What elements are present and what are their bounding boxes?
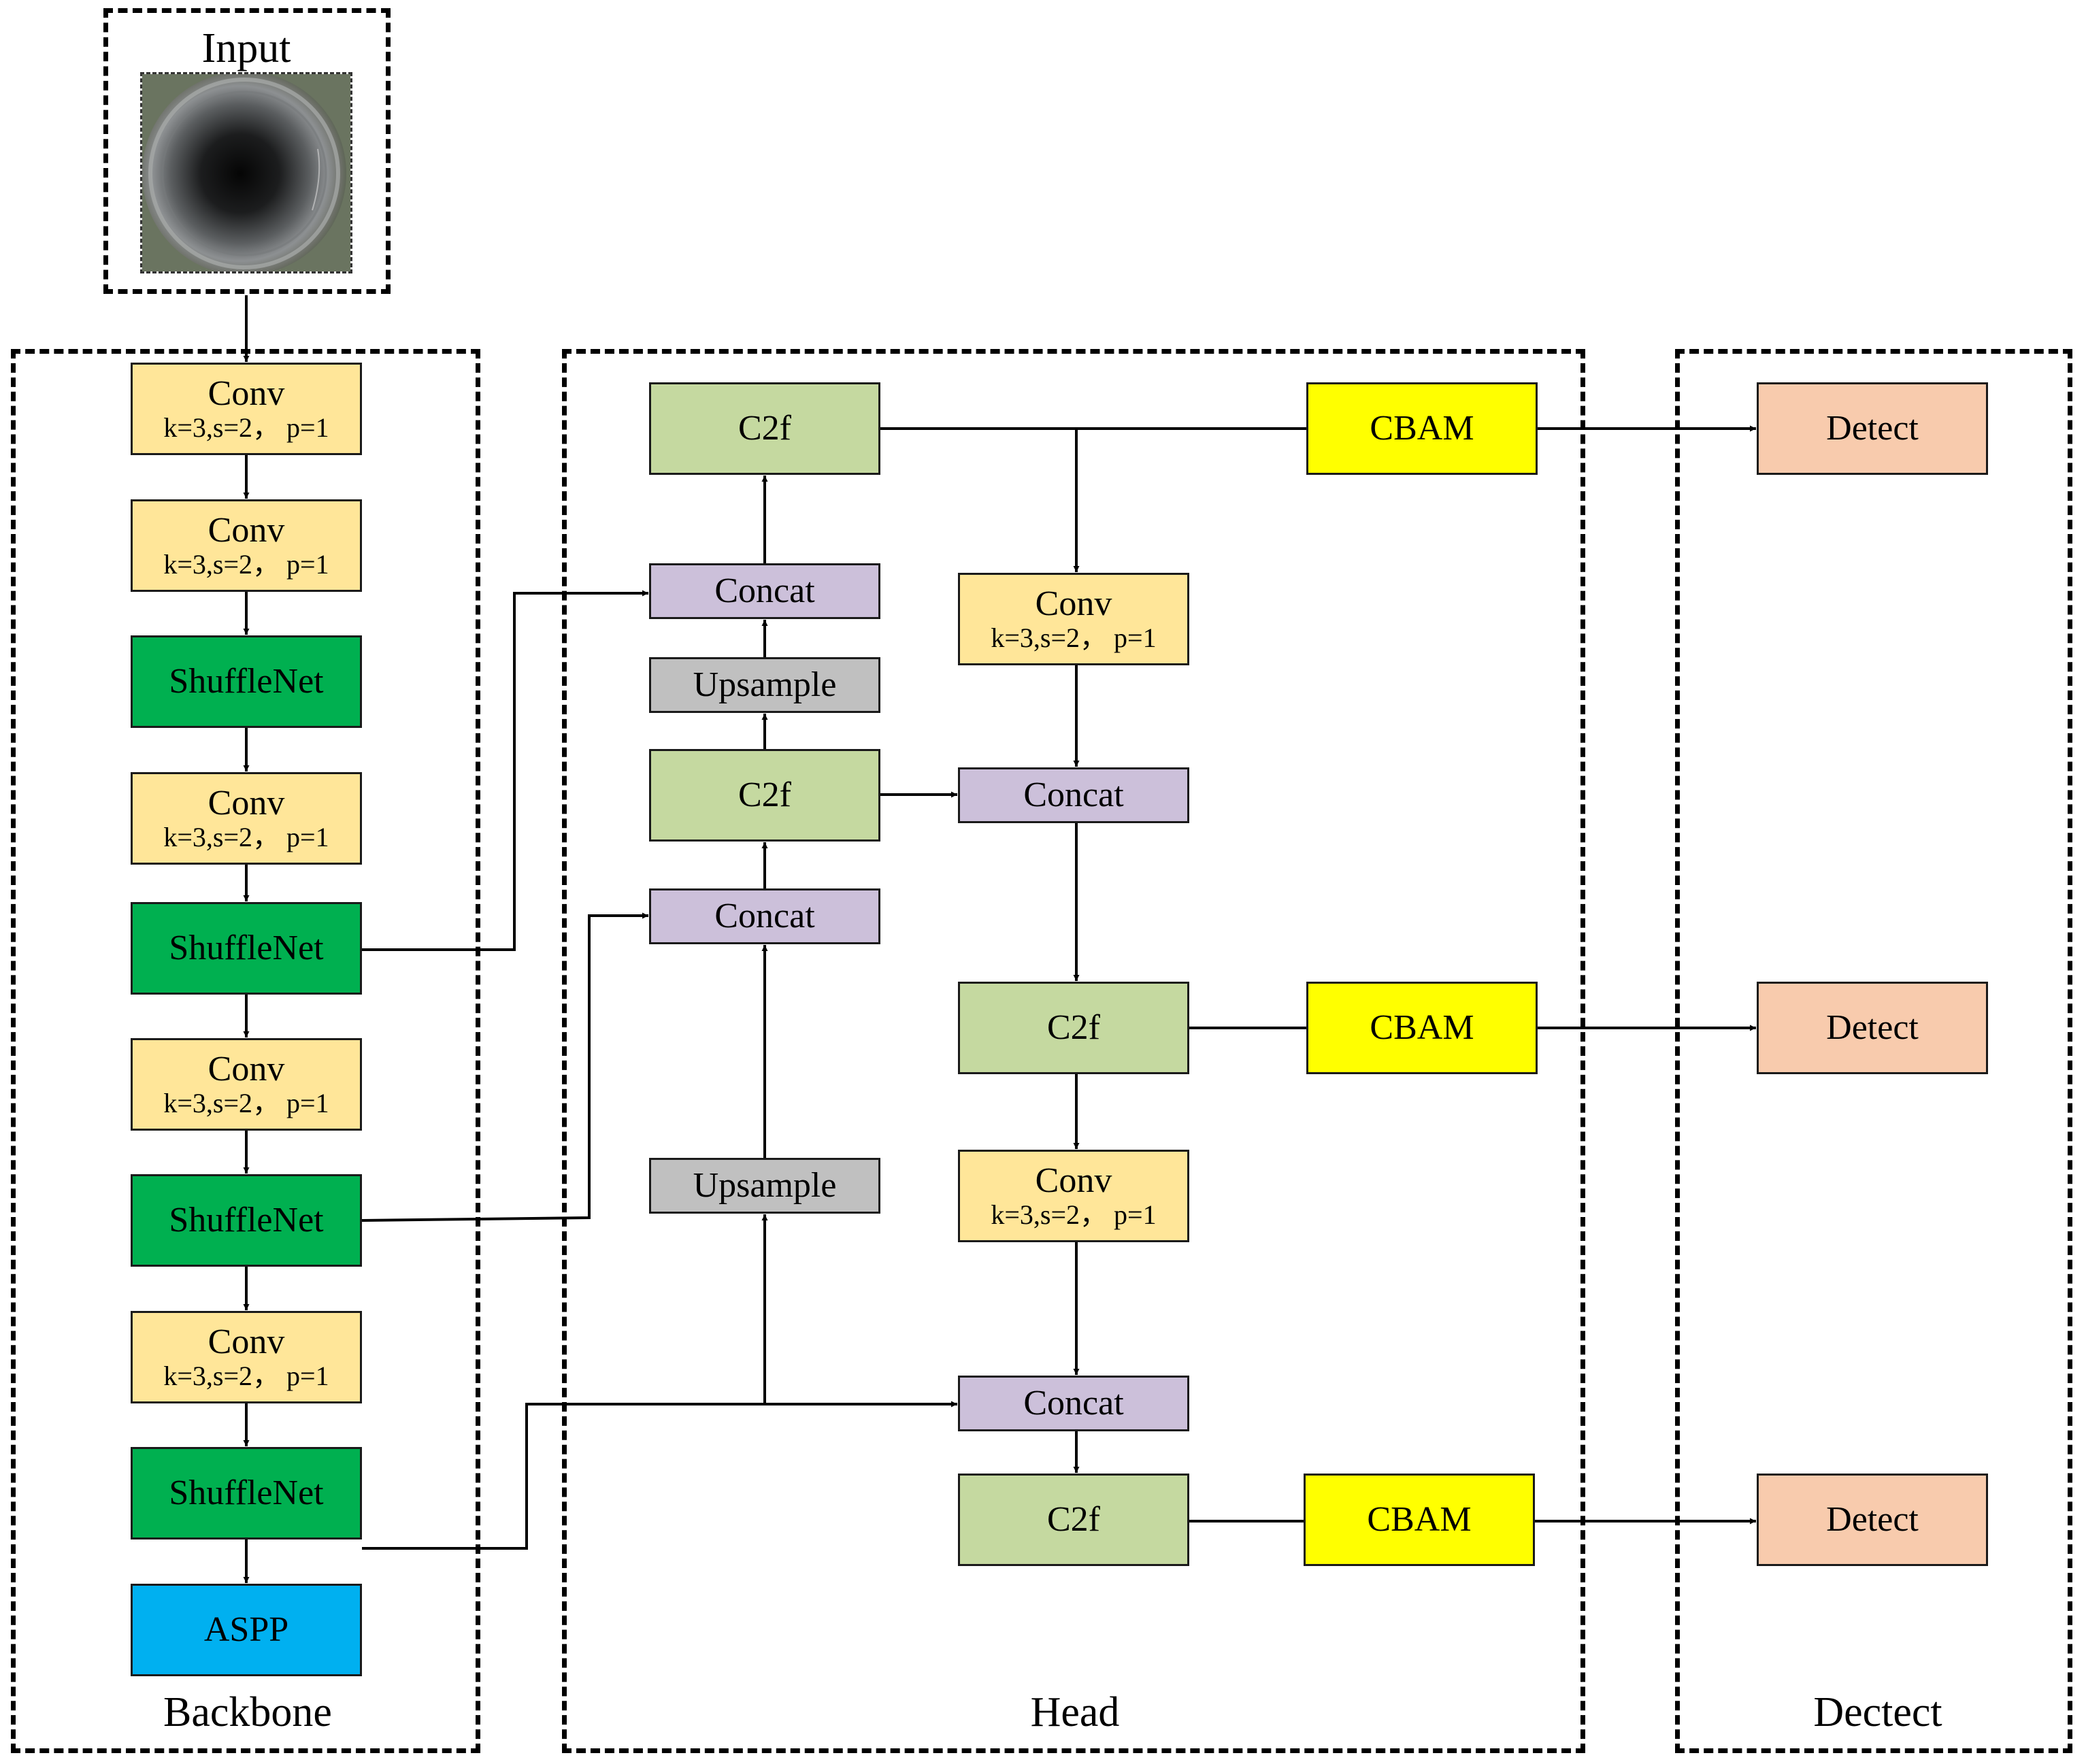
head-upsample-a: Upsample (649, 657, 880, 713)
input-group-frame (103, 8, 391, 294)
head-c2f-mid: C2f (649, 749, 880, 842)
conv-params: k=3,s=2， p=1 (163, 1361, 329, 1391)
head-concat-b: Concat (649, 888, 880, 944)
conv-title: Conv (208, 1050, 285, 1088)
input-pipe-image (140, 72, 352, 273)
head-cbam-2: CBAM (1306, 982, 1538, 1074)
arrow-shuffle2-to-concat-a (362, 590, 648, 951)
backbone-shufflenet-1: ShuffleNet (131, 635, 362, 728)
head-conv-r2: Conv k=3,s=2， p=1 (958, 1150, 1189, 1242)
c2f-label: C2f (1047, 1008, 1100, 1047)
shufflenet-label: ShuffleNet (169, 929, 324, 967)
cbam-label: CBAM (1370, 1008, 1474, 1047)
detect-label: Detect (1826, 1008, 1919, 1047)
conv-params: k=3,s=2， p=1 (163, 412, 329, 443)
concat-label: Concat (1023, 1384, 1124, 1422)
backbone-shufflenet-3: ShuffleNet (131, 1174, 362, 1267)
upsample-label: Upsample (693, 1166, 837, 1205)
detect-1: Detect (1757, 382, 1988, 475)
cbam-label: CBAM (1367, 1500, 1472, 1539)
shufflenet-label: ShuffleNet (169, 1474, 324, 1512)
conv-title: Conv (208, 784, 285, 822)
conv-title: Conv (1035, 1161, 1112, 1200)
backbone-conv-5: Conv k=3,s=2， p=1 (131, 1311, 362, 1403)
arrow-shuffle3-to-concat-b (361, 912, 648, 1222)
head-cbam-1: CBAM (1306, 382, 1538, 475)
detect-3: Detect (1757, 1474, 1988, 1566)
backbone-shufflenet-2: ShuffleNet (131, 902, 362, 995)
shufflenet-label: ShuffleNet (169, 662, 324, 701)
conv-title: Conv (208, 374, 285, 413)
backbone-shufflenet-4: ShuffleNet (131, 1447, 362, 1540)
backbone-conv-3: Conv k=3,s=2， p=1 (131, 772, 362, 865)
head-c2f-r1: C2f (958, 982, 1189, 1074)
detect-group-frame (1675, 349, 2072, 1753)
head-conv-r1: Conv k=3,s=2， p=1 (958, 573, 1189, 665)
concat-label: Concat (1023, 776, 1124, 814)
head-cbam-3: CBAM (1304, 1474, 1535, 1566)
input-label: Input (201, 25, 291, 71)
head-concat-r1: Concat (958, 767, 1189, 823)
detect-2: Detect (1757, 982, 1988, 1074)
conv-title: Conv (1035, 584, 1112, 623)
concat-label: Concat (714, 897, 815, 935)
backbone-conv-4: Conv k=3,s=2， p=1 (131, 1038, 362, 1131)
backbone-aspp: ASPP (131, 1584, 362, 1676)
conv-params: k=3,s=2， p=1 (163, 1088, 329, 1118)
shufflenet-label: ShuffleNet (169, 1201, 324, 1239)
detect-label: Dectect (1813, 1689, 1942, 1735)
cbam-label: CBAM (1370, 409, 1474, 448)
backbone-label: Backbone (163, 1689, 332, 1735)
backbone-conv-2: Conv k=3,s=2， p=1 (131, 499, 362, 592)
aspp-label: ASPP (203, 1610, 289, 1649)
c2f-label: C2f (1047, 1500, 1100, 1539)
head-concat-a: Concat (649, 563, 880, 619)
detect-label: Detect (1826, 1500, 1919, 1539)
head-group-frame (562, 349, 1585, 1753)
conv-title: Conv (208, 1322, 285, 1361)
head-c2f-r2: C2f (958, 1474, 1189, 1566)
conv-params: k=3,s=2， p=1 (991, 1199, 1157, 1230)
concat-label: Concat (714, 571, 815, 610)
backbone-conv-1: Conv k=3,s=2， p=1 (131, 363, 362, 455)
upsample-label: Upsample (693, 665, 837, 704)
arrow-shuffle4-to-concat-r2 (362, 1401, 957, 1550)
conv-params: k=3,s=2， p=1 (163, 549, 329, 580)
conv-params: k=3,s=2， p=1 (991, 622, 1157, 653)
c2f-label: C2f (738, 776, 791, 814)
head-label: Head (1030, 1689, 1120, 1735)
conv-title: Conv (208, 511, 285, 550)
conv-params: k=3,s=2， p=1 (163, 822, 329, 852)
detect-label: Detect (1826, 409, 1919, 448)
head-c2f-top: C2f (649, 382, 880, 475)
head-concat-r2: Concat (958, 1376, 1189, 1431)
c2f-label: C2f (738, 409, 791, 448)
head-upsample-b: Upsample (649, 1158, 880, 1214)
